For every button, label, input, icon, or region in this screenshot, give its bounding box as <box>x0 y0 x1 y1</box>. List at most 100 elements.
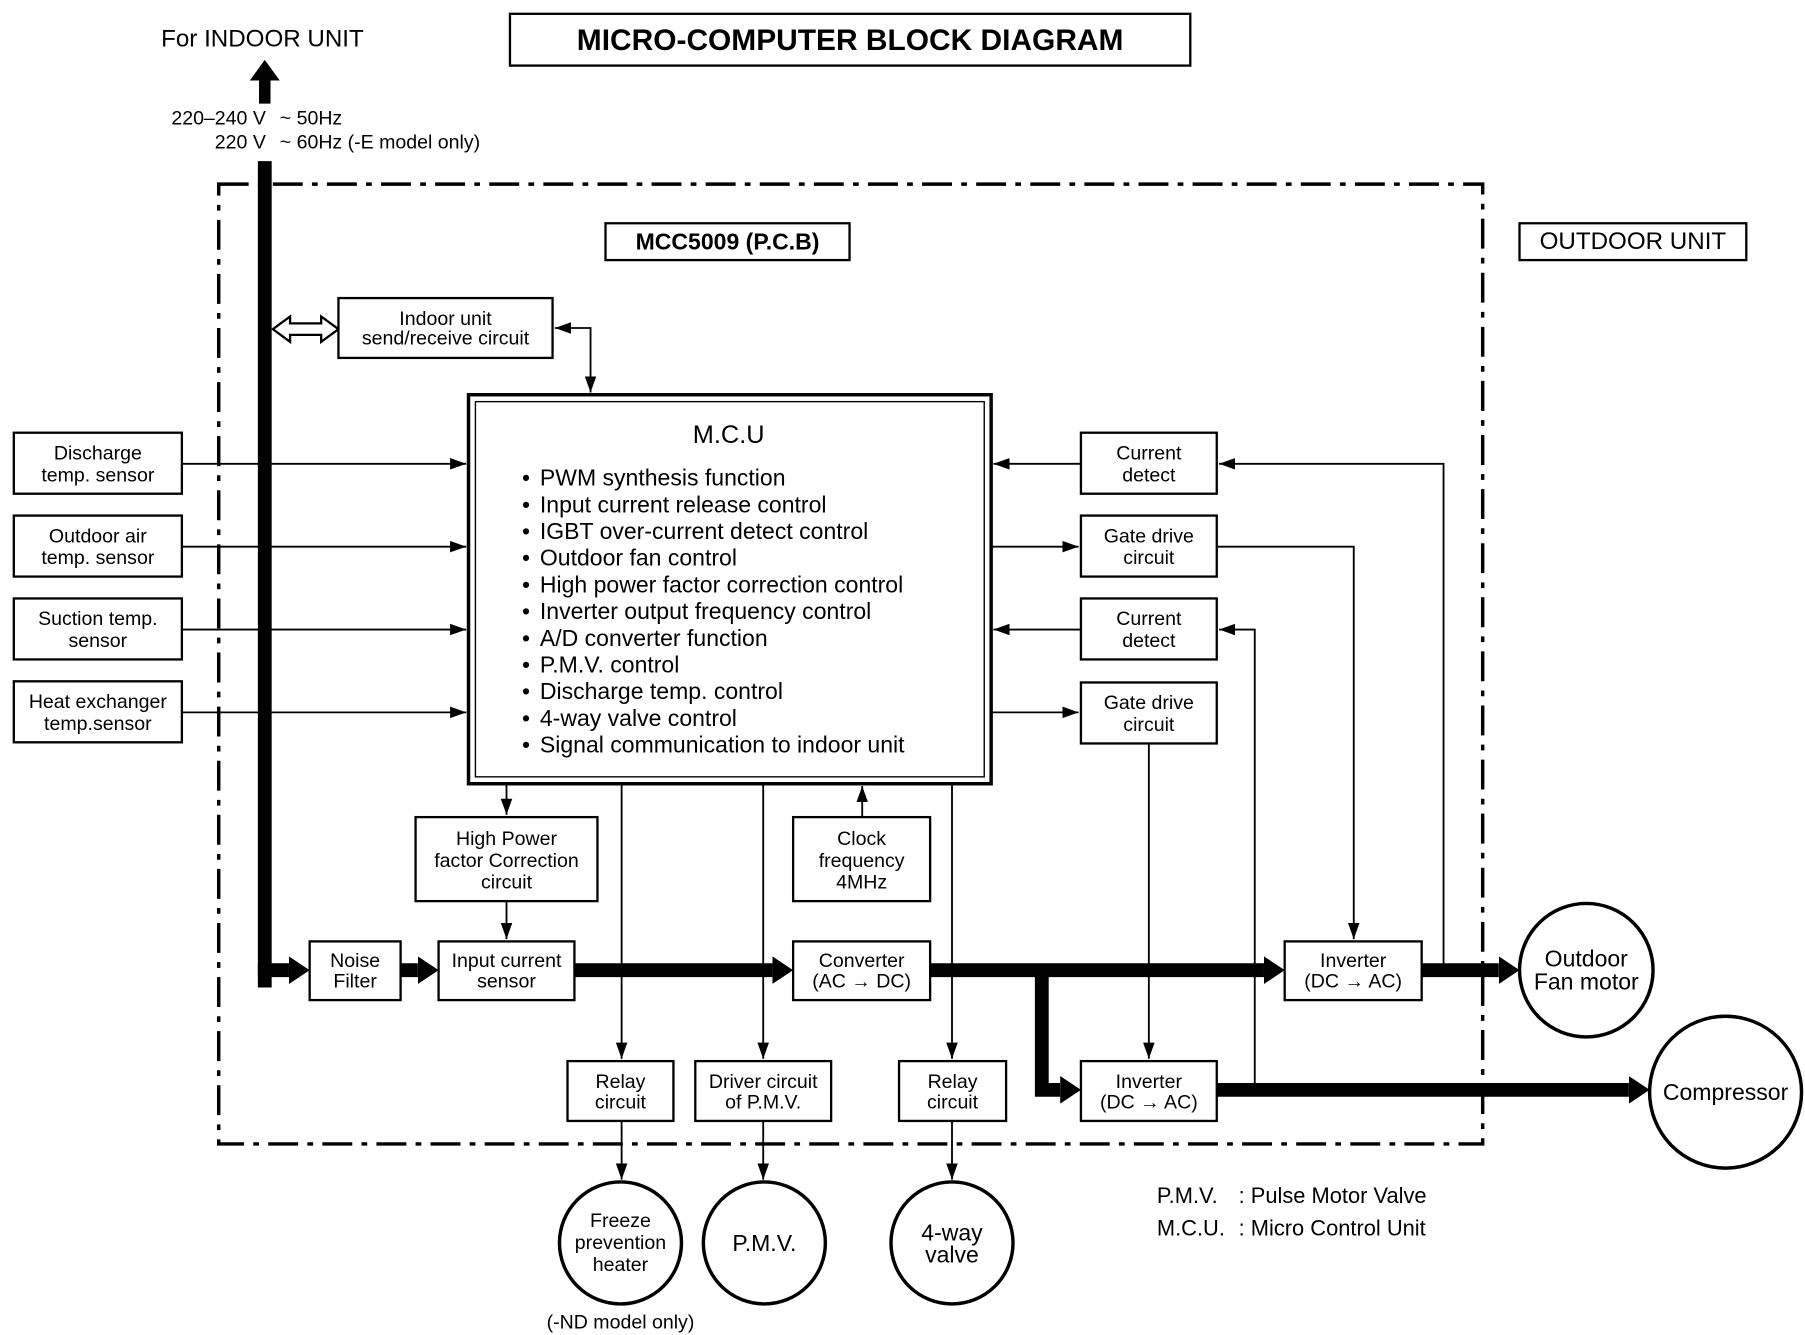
heater-circle <box>557 1180 684 1306</box>
bullet-icon: • <box>522 652 530 678</box>
sensor-label-line-1: Outdoor air <box>49 525 147 547</box>
mcu-function: Discharge temp. control <box>540 678 783 704</box>
relay-valve-line-1: Relay <box>928 1071 978 1093</box>
pmv-driver-frame <box>694 1059 833 1123</box>
relay-heater-line-1: Relay <box>595 1071 645 1093</box>
heater-line-1: Freeze <box>590 1210 651 1232</box>
current-detect-fan: Current detect <box>1079 431 1218 495</box>
input-sensor-line-1: Input current <box>452 950 562 972</box>
mcu-inner-frame <box>474 400 985 778</box>
drive-block-line-1: Gate drive <box>1104 692 1194 714</box>
compressor-circle <box>1647 1014 1804 1170</box>
gate-drive-fan: Gate drive circuit <box>1079 514 1218 578</box>
send-receive-line-2: send/receive circuit <box>362 327 530 349</box>
bullet-icon: • <box>522 465 530 491</box>
pmv-circle <box>701 1180 828 1306</box>
compressor-inverter-block: Inverter (DC → AC) <box>1079 1059 1218 1123</box>
pcb-label-frame <box>604 222 851 262</box>
up-arrow-icon <box>249 59 280 104</box>
noise-filter-line-2: Filter <box>333 971 377 993</box>
clock-line-3: 4MHz <box>836 872 887 894</box>
drive-block-frame <box>1079 597 1218 661</box>
heater-line-2: prevention <box>575 1232 666 1254</box>
pcb-label: MCC5009 (P.C.B) <box>636 229 820 255</box>
supply-frequency-2: ~ 60Hz (-E model only) <box>280 132 480 154</box>
noise-filter-block: Noise Filter <box>308 940 402 1002</box>
compressor-inverter-frame <box>1079 1059 1218 1123</box>
fan-inverter-frame <box>1283 940 1423 1002</box>
converter-line-1: Converter <box>819 950 905 972</box>
four-way-valve: 4-way valve <box>889 1180 1015 1306</box>
drive-block-line-1: Gate drive <box>1104 525 1194 547</box>
sensor-suction: Suction temp. sensor <box>12 597 184 661</box>
power-lines <box>257 161 1650 1104</box>
input-sensor-line-2: sensor <box>477 971 536 993</box>
mcu-function: IGBT over-current detect control <box>540 518 868 544</box>
pfc-line-2: factor Correction <box>434 850 579 872</box>
sensor-label-line-2: temp.sensor <box>44 713 152 735</box>
drive-block-line-2: detect <box>1122 630 1176 652</box>
fan-motor-line-1: Outdoor <box>1545 946 1629 972</box>
sensor-discharge: Discharge temp. sensor <box>12 431 184 495</box>
drive-block-line-2: circuit <box>1123 714 1175 736</box>
send-receive-circuit-block: Indoor unit send/receive circuit <box>337 296 554 360</box>
mcu-outer-frame <box>466 393 993 786</box>
pfc-line-3: circuit <box>481 872 533 894</box>
heater-line-3: heater <box>593 1254 649 1276</box>
pfc-frame <box>414 815 599 903</box>
relay-valve-frame <box>897 1059 1008 1123</box>
pcb-boundary <box>216 182 1485 1146</box>
bullet-icon: • <box>522 732 530 758</box>
mcu-function: P.M.V. control <box>540 652 679 678</box>
mcu-function: A/D converter function <box>540 625 768 651</box>
compressor-label: Compressor <box>1663 1079 1789 1105</box>
fan-current-feedback-arrow <box>1219 458 1445 971</box>
mcu-function: Outdoor fan control <box>540 545 737 571</box>
clock-line-1: Clock <box>837 828 886 850</box>
diagram-title: MICRO-COMPUTER BLOCK DIAGRAM <box>577 24 1124 57</box>
double-arrow-icon <box>270 314 341 345</box>
input-current-sensor-block: Input current sensor <box>437 940 576 1002</box>
supply-frequency-1: ~ 50Hz <box>280 108 342 130</box>
sensor-label-line-2: temp. sensor <box>41 547 154 569</box>
pmv-driver-line-2: of P.M.V. <box>725 1092 801 1114</box>
sensor-label-line-1: Heat exchanger <box>29 691 168 713</box>
sensor-outdoor-air: Outdoor air temp. sensor <box>12 514 184 578</box>
bullet-icon: • <box>522 518 530 544</box>
pmv-driver-block: Driver circuit of P.M.V. <box>694 1059 833 1123</box>
send-receive-line-1: Indoor unit <box>399 308 492 330</box>
drive-block-frame <box>1079 681 1218 745</box>
title-frame <box>508 12 1192 67</box>
clock-line-2: frequency <box>819 850 905 872</box>
outdoor-unit-label: OUTDOOR UNIT <box>1540 228 1727 255</box>
drive-block-line-1: Current <box>1116 442 1182 464</box>
legend-abbr: M.C.U. <box>1157 1215 1225 1240</box>
legend-meaning: : Pulse Motor Valve <box>1239 1183 1427 1208</box>
supply-voltage-2: 220 V <box>215 132 266 154</box>
mcu-block: M.C.U • PWM synthesis function • Input c… <box>466 393 993 786</box>
four-way-valve-line-1: 4-way <box>921 1220 983 1246</box>
mcu-function: Signal communication to indoor unit <box>540 732 905 758</box>
clock-block: Clock frequency 4MHz <box>791 815 932 903</box>
bullet-icon: • <box>522 491 530 517</box>
bullet-icon: • <box>522 598 530 624</box>
relay-heater-frame <box>566 1059 675 1123</box>
indoor-unit-label: For INDOOR UNIT <box>161 26 364 53</box>
input-sensor-frame <box>437 940 576 1002</box>
drive-block-frame <box>1079 514 1218 578</box>
diagram-title-box: MICRO-COMPUTER BLOCK DIAGRAM <box>508 12 1192 67</box>
relay-heater-line-2: circuit <box>595 1092 647 1114</box>
bullet-icon: • <box>522 571 530 597</box>
gate-drive-1-to-fan-inverter-arrow <box>1216 545 1360 940</box>
relay-heater-block: Relay circuit <box>566 1059 675 1123</box>
converter-block: Converter (AC → DC) <box>791 940 932 1002</box>
sensor-frame <box>12 431 184 495</box>
sensor-heat-exchanger: Heat exchanger temp.sensor <box>12 680 184 744</box>
fan-motor-line-2: Fan motor <box>1534 969 1639 995</box>
sensor-frame <box>12 597 184 661</box>
legend-meaning: : Micro Control Unit <box>1239 1215 1426 1240</box>
converter-line-2: (AC → DC) <box>812 971 911 993</box>
mcu-function: High power factor correction control <box>540 571 903 597</box>
drive-block-line-2: detect <box>1122 464 1176 486</box>
clock-frame <box>791 815 932 903</box>
